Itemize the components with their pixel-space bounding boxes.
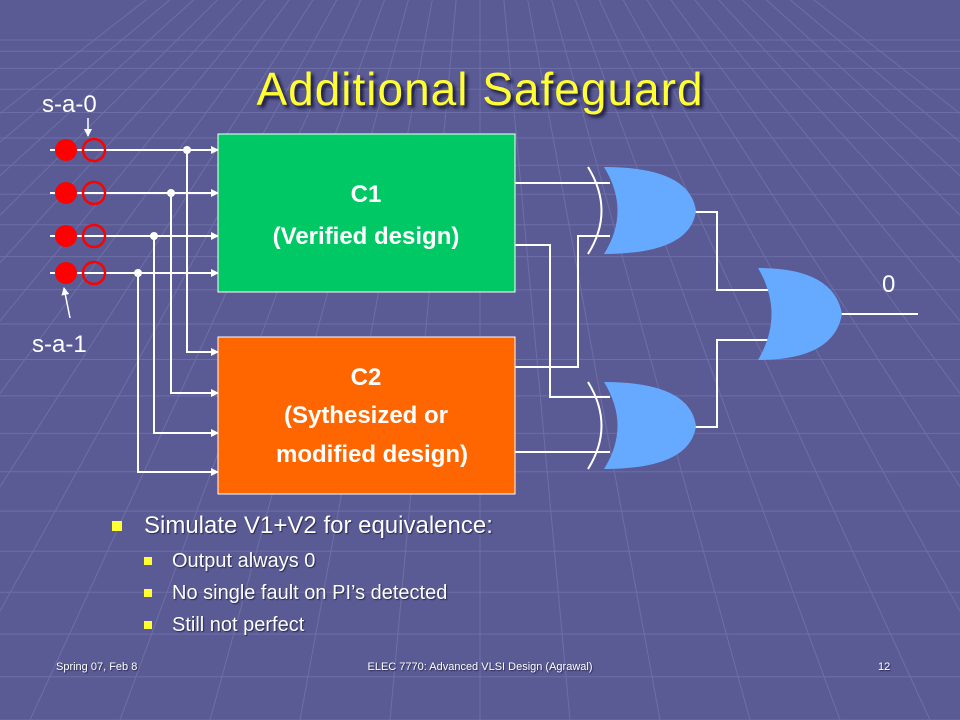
bullet-sub-3: Still not perfect <box>144 614 493 637</box>
fault-marker-input-2 <box>55 180 107 206</box>
c1-title: C1 <box>351 181 382 208</box>
bullet-main: Simulate V1+V2 for equivalence: <box>112 512 493 540</box>
c2-subtitle-line1: (Sythesized or <box>284 402 448 429</box>
output-wires <box>515 182 918 453</box>
c2-title: C2 <box>351 364 382 391</box>
c1-box <box>217 133 516 293</box>
fault-marker-input-3 <box>55 223 107 249</box>
c2-subtitle-line2: modified design) <box>276 441 468 468</box>
bullet-list: Simulate V1+V2 for equivalence: Output a… <box>112 512 493 646</box>
footer-date: Spring 07, Feb 8 <box>56 661 138 673</box>
footer-page-number: 12 <box>878 661 891 673</box>
c1-subtitle: (Verified design) <box>273 223 460 250</box>
bullet-sub-2: No single fault on PI’s detected <box>144 582 493 605</box>
c2-box <box>217 336 516 495</box>
fault-markers <box>55 137 107 286</box>
bullet-sub-1: Output always 0 <box>144 550 493 573</box>
slide-title: Additional Safeguard <box>256 63 704 115</box>
sa0-label: s-a-0 <box>42 91 97 118</box>
fault-marker-input-1 <box>55 137 107 163</box>
footer-course: ELEC 7770: Advanced VLSI Design (Agrawal… <box>367 661 593 673</box>
or-gate-3 <box>758 268 842 360</box>
or-gate-1 <box>587 166 696 255</box>
or-gate-2 <box>587 381 696 470</box>
fault-marker-input-4 <box>55 260 107 286</box>
output-value-label: 0 <box>882 271 895 298</box>
sa1-pointer-arrow <box>61 287 71 319</box>
sa1-label: s-a-1 <box>32 331 87 358</box>
junction-dots <box>134 146 191 277</box>
